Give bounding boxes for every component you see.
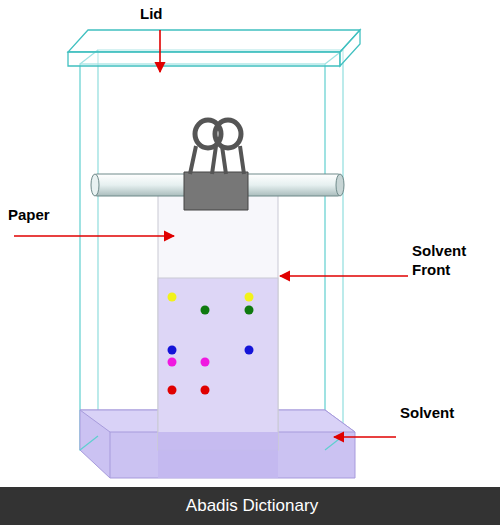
part-label: Lid <box>140 5 200 24</box>
paper-strip <box>158 195 278 450</box>
watermark: Abadis Dictionary <box>2 495 500 516</box>
paper-in-solvent <box>158 432 278 478</box>
sample-spots <box>168 293 254 395</box>
lid-plate <box>68 30 360 66</box>
leader-arrows <box>14 30 408 437</box>
jar-front <box>80 436 343 450</box>
part-label: Paper <box>8 206 78 225</box>
part-label: Solvent <box>400 404 490 423</box>
binder-clip <box>184 120 248 210</box>
jar-outline <box>80 50 343 450</box>
part-label: Solvent Front <box>412 242 492 280</box>
wet-paper <box>158 278 278 450</box>
